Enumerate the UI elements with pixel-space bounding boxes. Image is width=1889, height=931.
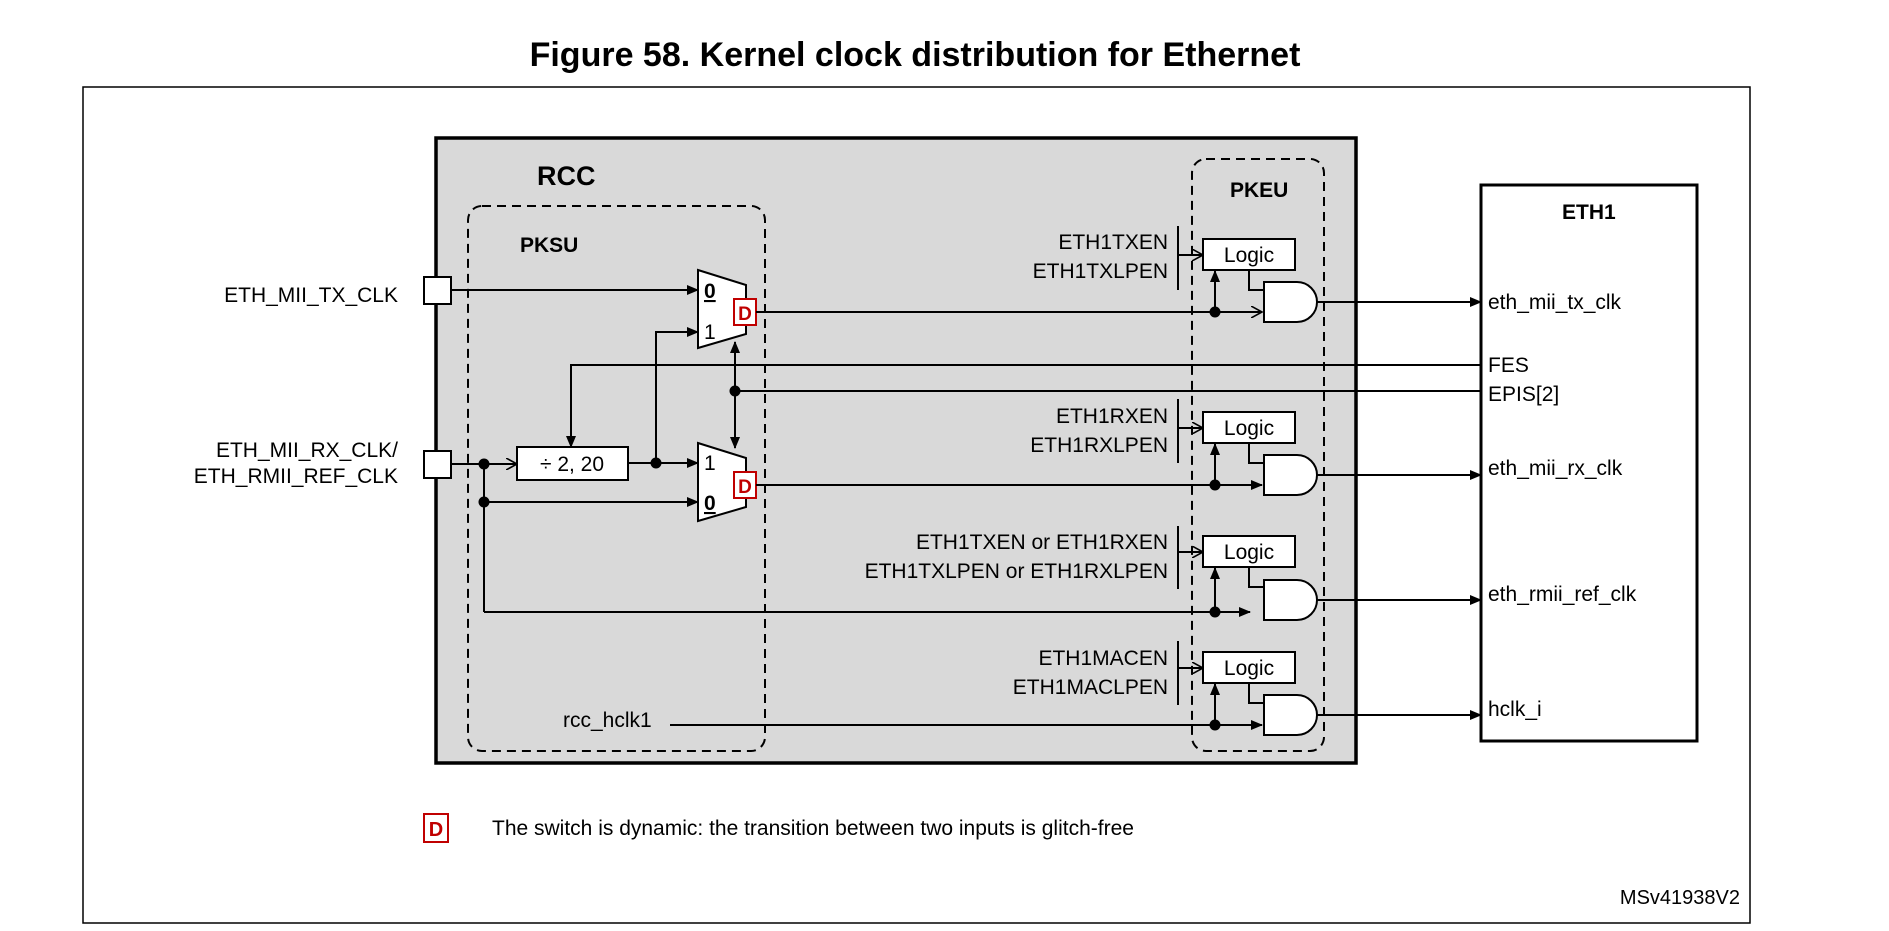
input-label-tx-clk: ETH_MII_TX_CLK: [224, 284, 398, 307]
gate-ref-lp-enable: ETH1TXLPEN or ETH1RXLPEN: [865, 560, 1168, 583]
pkeu-region: [1191, 158, 1325, 752]
dynamic-marker-tx-label: D: [738, 304, 752, 325]
wire-div-to-mux1-1: [655, 327, 699, 463]
eth1-port-ref: eth_rmii_ref_clk: [1488, 583, 1637, 606]
gate-rx-logic: [1202, 411, 1296, 444]
wire-fes: [566, 364, 1481, 448]
eth1-port-rx: eth_mii_rx_clk: [1488, 457, 1623, 480]
gate-rx-logic-label: Logic: [1224, 417, 1274, 440]
gate-ref-enable: ETH1TXEN or ETH1RXEN: [916, 531, 1168, 554]
mux-rx: [697, 441, 747, 523]
gate-tx-lp-enable: ETH1TXLPEN: [1033, 260, 1168, 283]
figure-ref-code: MSv41938V2: [1620, 887, 1740, 909]
eth1-block: [1479, 183, 1699, 743]
eth1-port-hclk: hclk_i: [1488, 698, 1542, 721]
pkeu-title: PKEU: [1230, 179, 1288, 202]
gate-ref-logic: [1202, 535, 1296, 568]
hclk-label: rcc_hclk1: [563, 709, 652, 732]
gate-rx-and: [1263, 454, 1318, 496]
figure-frame: [82, 86, 1751, 924]
divider-label: ÷ 2, 20: [540, 453, 604, 476]
eth1-port-fes: FES: [1488, 354, 1529, 377]
input-label-rx-clk-1: ETH_MII_RX_CLK/: [216, 439, 398, 462]
gate-ref-and: [1263, 579, 1318, 621]
mux-tx-input-1: 1: [704, 321, 716, 344]
mux-tx: [697, 268, 747, 350]
rcc-title: RCC: [537, 161, 596, 191]
mux-rx-input-0: 0: [704, 492, 716, 515]
gate-hclk-logic-label: Logic: [1224, 657, 1274, 680]
gate-hclk-lp-enable: ETH1MACLPEN: [1013, 676, 1168, 699]
legend-marker-label: D: [429, 819, 443, 841]
gate-tx-and: [1263, 281, 1318, 323]
eth1-port-epis: EPIS[2]: [1488, 383, 1559, 406]
figure-title: Figure 58. Kernel clock distribution for…: [529, 36, 1301, 74]
gate-rx-enable: ETH1RXEN: [1056, 405, 1168, 428]
gate-hclk-logic-out: [1248, 683, 1266, 704]
pksu-title: PKSU: [520, 234, 578, 257]
input-label-rx-clk-2: ETH_RMII_REF_CLK: [194, 465, 398, 488]
gate-hclk-enable: ETH1MACEN: [1038, 647, 1168, 670]
gate-tx-enable: ETH1TXEN: [1058, 231, 1168, 254]
mux-tx-input-0: 0: [704, 280, 716, 303]
gate-hclk-and: [1263, 694, 1318, 736]
legend-text: The switch is dynamic: the transition be…: [492, 817, 1134, 840]
pksu-region: [467, 205, 766, 752]
gate-tx-logic-label: Logic: [1224, 244, 1274, 267]
eth1-port-tx: eth_mii_tx_clk: [1488, 291, 1622, 314]
legend-marker: [423, 813, 449, 843]
pad-tx-clk: [423, 276, 452, 305]
gate-ref-logic-out: [1248, 567, 1266, 588]
gate-rx-logic-out: [1248, 443, 1266, 464]
gate-ref-logic-label: Logic: [1224, 541, 1274, 564]
dynamic-marker-rx-label: D: [738, 477, 752, 498]
eth1-title: ETH1: [1562, 201, 1616, 224]
divider-block: [516, 446, 629, 481]
mux-rx-input-1: 1: [704, 452, 716, 475]
pad-rx-clk: [423, 450, 452, 479]
gate-rx-lp-enable: ETH1RXLPEN: [1030, 434, 1168, 457]
gate-tx-logic-out: [1248, 270, 1266, 291]
